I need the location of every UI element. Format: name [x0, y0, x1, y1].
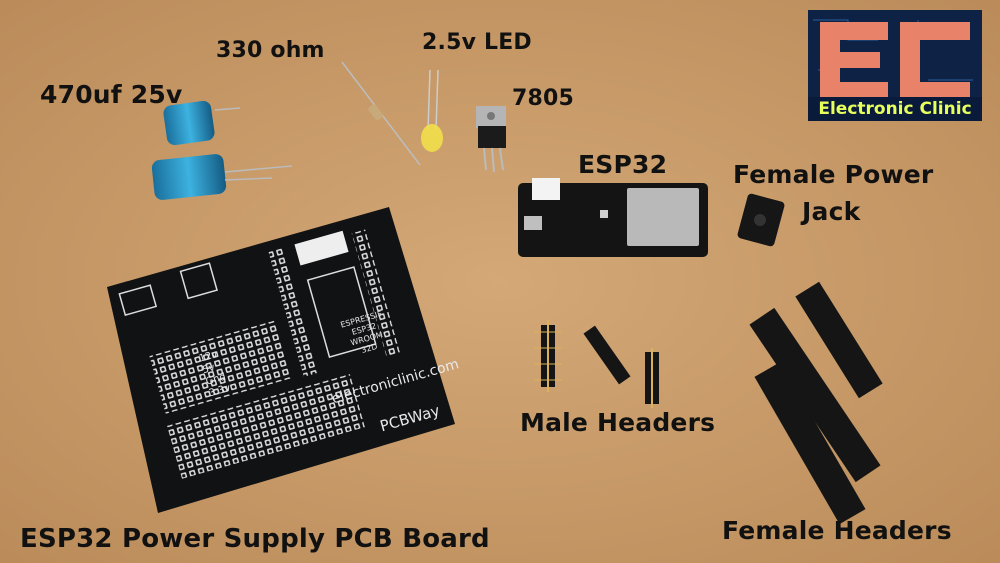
logo-text: Electronic Clinic [808, 97, 982, 121]
female-header-1 [795, 281, 883, 399]
label-pcb-board: ESP32 Power Supply PCB Board [20, 524, 490, 554]
label-male-headers: Male Headers [520, 408, 716, 437]
label-led: 2.5v LED [422, 30, 532, 55]
led [421, 69, 443, 152]
male-header-2 [583, 325, 631, 385]
capacitor-bottom [151, 154, 293, 200]
label-resistor: 330 ohm [216, 38, 325, 63]
resistor [341, 61, 421, 166]
voltage-regulator [476, 106, 506, 173]
label-esp32: ESP32 [578, 150, 668, 179]
pcb-board [107, 207, 455, 513]
male-header-3 [645, 348, 659, 408]
esp32-board [518, 178, 708, 257]
label-power-jack-2: Jack [802, 197, 861, 226]
male-header-1 [534, 320, 562, 392]
capacitor-top [163, 100, 241, 146]
female-header-2 [749, 307, 881, 483]
label-female-headers: Female Headers [722, 516, 952, 545]
female-header-3 [754, 361, 866, 525]
label-power-jack-1: Female Power [733, 160, 934, 189]
label-capacitor: 470uf 25v [40, 80, 183, 109]
label-regulator: 7805 [512, 86, 575, 111]
power-jack [737, 193, 785, 247]
